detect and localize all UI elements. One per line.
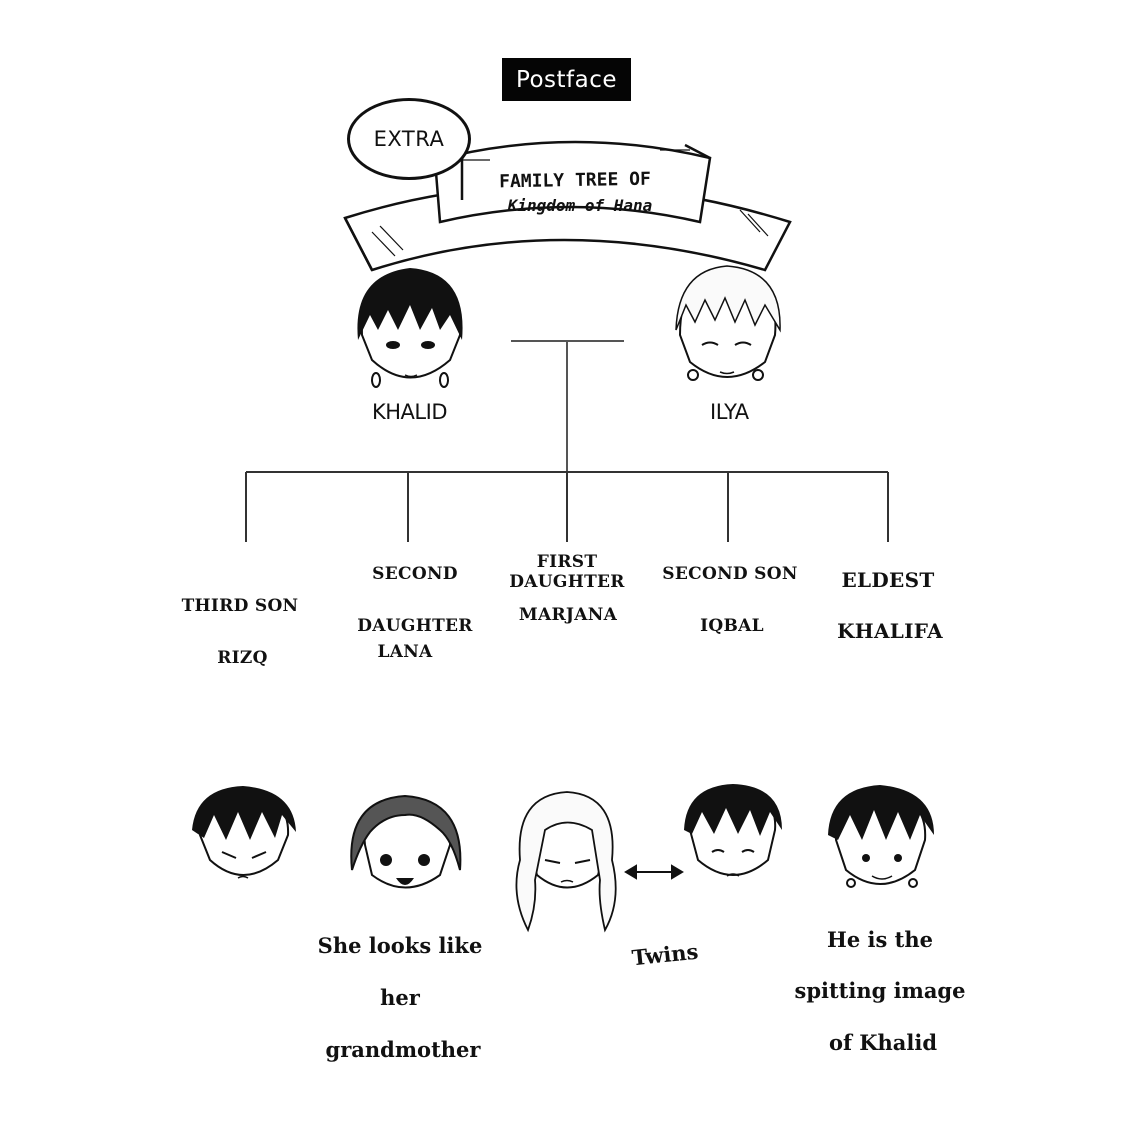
child-lana-title-1: SECOND — [372, 564, 458, 584]
child-rizq-name: RIZQ — [217, 648, 268, 668]
child-lana-name: LANA — [377, 642, 433, 662]
note-khalifa-line-1: He is the — [827, 927, 933, 952]
postface-label: Postface — [502, 58, 631, 101]
children-connector — [245, 471, 889, 542]
child-marjana-title: FIRST DAUGHTER — [509, 552, 625, 592]
marjana-face-icon — [515, 791, 617, 933]
child-khalifa-name: KHALIFA — [837, 619, 943, 643]
iqbal-face-icon — [684, 784, 782, 877]
note-lana-line-1: She looks like — [317, 933, 483, 958]
note-khalifa-line-3: of Khalid — [828, 1030, 938, 1055]
child-iqbal-name: IQBAL — [700, 616, 764, 636]
parent-name-ilya: ILYA — [710, 400, 749, 424]
child-marjana-name: MARJANA — [518, 605, 618, 625]
child-lana-title-2: DAUGHTER — [357, 616, 473, 636]
lana-face-icon — [350, 794, 462, 889]
parent-connector — [511, 340, 624, 472]
banner-ribbon — [343, 140, 792, 272]
rizq-face-icon — [192, 786, 296, 879]
child-khalifa-title: ELDEST — [841, 568, 935, 592]
note-lana-line-3: grandmother — [325, 1037, 481, 1062]
twins-arrow — [624, 864, 684, 880]
khalifa-face-icon — [828, 785, 934, 888]
child-iqbal-title: SECOND SON — [662, 564, 798, 584]
extra-bubble: EXTRA — [347, 98, 471, 180]
extra-label: EXTRA — [373, 127, 445, 151]
child-rizq-title: THIRD SON — [181, 596, 299, 616]
note-lana-line-2: her — [380, 985, 420, 1010]
dark-hair-man-face-icon — [357, 268, 463, 388]
light-hair-man-face-icon — [675, 265, 781, 381]
parent-name-khalid: KHALID — [372, 400, 448, 424]
banner-subtitle: Kingdom of Hana — [507, 196, 653, 215]
note-khalifa-line-2: spitting image — [794, 978, 966, 1003]
